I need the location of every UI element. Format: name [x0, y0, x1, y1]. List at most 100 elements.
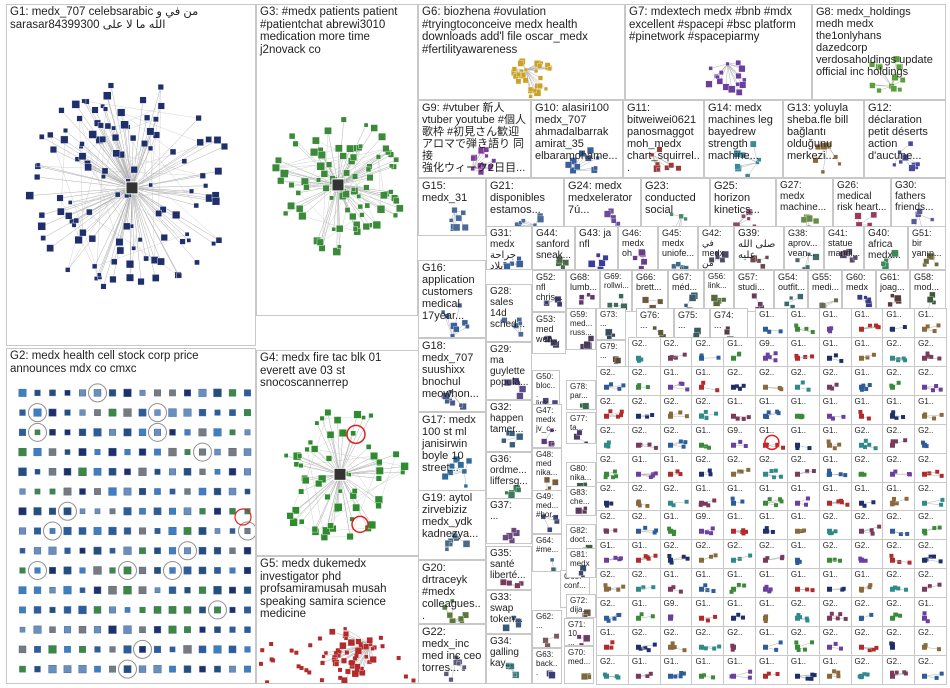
graph-node — [230, 627, 236, 633]
graph-node — [449, 543, 453, 547]
graph-node — [797, 294, 803, 300]
graph-node — [731, 616, 736, 621]
graph-node — [547, 67, 551, 71]
small-group-panel: G2.. — [914, 482, 947, 512]
graph-node — [643, 555, 647, 559]
graph-node — [124, 626, 132, 634]
graph-node — [65, 410, 71, 416]
group-g2-panel: G2: medx health cell stock corp price an… — [6, 348, 256, 684]
graph-node — [752, 293, 757, 298]
graph-node — [836, 499, 840, 503]
group-g28-panel: G28: sales 14d sched... — [486, 284, 532, 342]
graph-node — [711, 527, 715, 531]
graph-node — [739, 65, 746, 72]
graph-node — [184, 390, 190, 396]
graph-node — [651, 473, 655, 477]
graph-node — [580, 565, 586, 571]
group-g3-panel: G3: #medx patients patient #patientchat … — [256, 4, 418, 316]
graph-node — [124, 409, 132, 417]
graph-node — [348, 639, 355, 646]
graph-node — [101, 284, 107, 290]
graph-node — [809, 677, 813, 681]
group-g8-graph — [813, 5, 946, 100]
graph-node — [79, 153, 86, 160]
graph-node — [704, 501, 708, 505]
graph-node — [769, 588, 773, 592]
graph-node — [726, 62, 730, 66]
graph-node — [35, 489, 40, 494]
graph-node — [763, 385, 768, 390]
small-group-panel: G2.. — [914, 337, 947, 367]
graph-node — [176, 273, 181, 278]
small-group-graph — [820, 540, 852, 569]
graph-node — [684, 304, 688, 308]
graph-node — [583, 506, 587, 510]
graph-node — [873, 446, 877, 450]
graph-node — [779, 641, 783, 645]
graph-node — [214, 567, 220, 573]
small-group-panel: G1.. — [755, 482, 788, 512]
graph-node — [64, 606, 71, 613]
graph-node — [296, 190, 301, 195]
graph-node — [898, 150, 902, 154]
graph-node — [260, 648, 264, 652]
graph-node — [334, 503, 342, 511]
graph-node — [462, 224, 468, 230]
graph-node — [717, 356, 721, 360]
graph-node — [758, 302, 763, 307]
graph-node — [838, 612, 842, 616]
graph-node — [115, 192, 120, 197]
group-g59-graph — [567, 309, 596, 350]
group-g49-panel: G49: med... #hor... — [532, 490, 562, 534]
small-group-graph — [820, 367, 852, 396]
graph-node — [668, 558, 673, 563]
graph-node — [706, 619, 710, 623]
graph-node — [731, 645, 736, 650]
graph-node — [827, 500, 832, 505]
small-group-panel: G2.. — [691, 453, 724, 483]
graph-node — [924, 259, 929, 264]
graph-edge — [892, 59, 897, 86]
graph-node — [155, 410, 161, 416]
graph-node — [346, 145, 353, 152]
group-g18-graph — [419, 339, 486, 412]
small-group-graph — [692, 540, 724, 569]
graph-node — [184, 409, 191, 416]
graph-node — [838, 162, 842, 166]
graph-node — [200, 469, 206, 475]
graph-node — [940, 413, 944, 417]
graph-node — [512, 378, 519, 385]
graph-node — [813, 254, 820, 261]
graph-node — [770, 469, 774, 473]
graph-node — [869, 529, 873, 533]
group-g7-panel: G7: mdextech medx #bnb #mdx excellent #s… — [625, 4, 812, 100]
graph-node — [65, 548, 71, 554]
graph-node — [922, 385, 927, 390]
graph-node — [350, 154, 357, 161]
small-group-panel: G2.. — [819, 626, 852, 656]
small-group-panel: G1.. — [819, 655, 852, 685]
small-group-graph — [661, 511, 693, 540]
graph-node — [702, 381, 706, 385]
graph-node — [833, 446, 837, 450]
graph-node — [61, 136, 69, 144]
graph-node — [815, 144, 820, 149]
graph-node — [615, 674, 619, 678]
graph-node — [867, 383, 871, 387]
graph-node — [922, 356, 927, 361]
graph-node — [537, 216, 544, 223]
graph-node — [315, 421, 319, 425]
graph-node — [934, 384, 938, 388]
graph-node — [329, 629, 335, 635]
graph-node — [140, 607, 146, 613]
graph-node — [820, 143, 827, 150]
small-group-panel: G1.. — [691, 482, 724, 512]
graph-node — [64, 586, 72, 594]
graph-node — [810, 354, 814, 358]
group-g16-panel: G16: application customers medical 17yea… — [418, 260, 486, 338]
graph-node — [199, 409, 206, 416]
graph-node — [360, 667, 364, 671]
graph-node — [516, 79, 521, 84]
graph-node — [389, 164, 393, 168]
small-group-graph — [852, 656, 884, 685]
